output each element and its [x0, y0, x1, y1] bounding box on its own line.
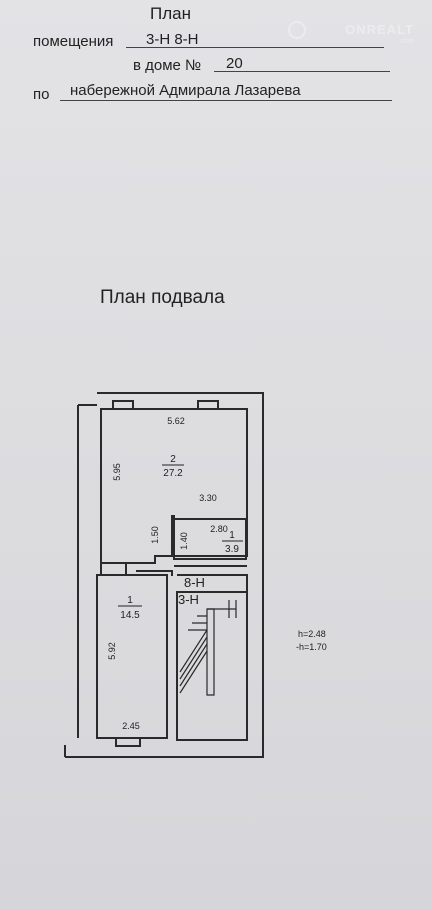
room-value: 3-Н 8-Н [146, 31, 199, 48]
room-1-lower-area: 14.5 [120, 610, 140, 621]
room-2-outline [100, 408, 248, 564]
room-underline [126, 47, 384, 48]
height-h: h=2.48 [298, 629, 326, 639]
house-underline [214, 71, 390, 72]
door-left [100, 563, 127, 575]
stairs [179, 600, 237, 696]
street-prefix: по [33, 86, 50, 103]
room-1-small-outline [173, 518, 247, 560]
dim-top-width: 5.62 [167, 416, 185, 426]
house-label: в доме № [133, 57, 202, 74]
height-neg-h: -h=1.70 [296, 642, 327, 652]
street-value: набережной Адмирала Лазарева [70, 82, 301, 99]
room-label: помещения [33, 33, 114, 50]
dim-left-height-upper: 5.95 [112, 463, 122, 481]
header-title: План [150, 4, 191, 23]
room-2-number: 2 [170, 454, 176, 465]
outer-wall [65, 392, 264, 758]
dim-lower-height: 5.92 [107, 642, 117, 660]
watermark-house-icon [288, 21, 306, 39]
room-1-lower-number: 1 [127, 595, 133, 606]
basement-plan-title: План подвала [100, 287, 225, 308]
street-underline [60, 100, 392, 101]
unit-label-8n: 8-Н [184, 575, 205, 590]
dim-bottom-width: 2.45 [122, 721, 140, 731]
room-1-lower-outline [96, 574, 168, 739]
stair-block [176, 591, 248, 741]
stair-entry [177, 574, 248, 592]
watermark-brand: ONREALT [345, 22, 414, 37]
dim-passage-height: 1.50 [150, 526, 160, 544]
corridor-wall [136, 570, 173, 576]
window-top-left [112, 400, 134, 410]
watermark-domain: .com [398, 38, 414, 45]
room-1-small-number: 1 [229, 530, 235, 541]
room-2-area: 27.2 [163, 468, 183, 479]
house-value: 20 [226, 55, 243, 72]
unit-label-3n: 3-Н [178, 592, 199, 607]
dim-inner-width: 3.30 [199, 493, 217, 503]
window-bottom [115, 737, 141, 747]
room-1-small-area: 3.9 [225, 544, 239, 555]
dim-small-width: 2.80 [210, 524, 228, 534]
dim-small-height: 1.40 [179, 532, 189, 550]
window-top-right [197, 400, 219, 410]
